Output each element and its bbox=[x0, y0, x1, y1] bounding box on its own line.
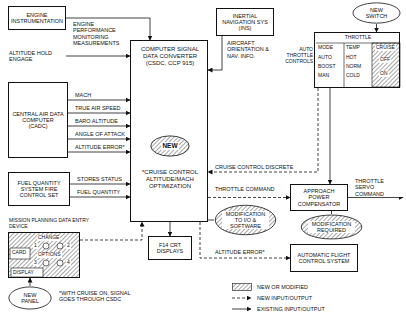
modification-callout: MODIFICATION REQUIRED bbox=[300, 214, 363, 240]
source-box: CENTRAL AIR DATA COMPUTER (CADC) bbox=[8, 82, 68, 158]
legend-text: EXISTING INPUT/OUTPUT bbox=[257, 306, 325, 312]
heading-text: MISSION PLANNING DATA ENTRY DEVICE bbox=[9, 218, 89, 230]
output-line bbox=[348, 197, 403, 198]
control-box: AUTOMATIC FLIGHT CONTROL SYSTEM bbox=[290, 244, 358, 272]
node-text: APPROACH POWER COMPENSATOR bbox=[294, 188, 344, 207]
node-text: MODIFICATION REQUIRED bbox=[308, 221, 355, 234]
new-callout: NEW PANEL bbox=[8, 286, 52, 310]
legend-sample bbox=[232, 283, 252, 291]
node-text: OFF bbox=[379, 57, 391, 63]
signal-label: FUEL QUANTITY bbox=[76, 189, 121, 195]
source-box: INERTIAL NAVIGATION SYS (INS) bbox=[216, 8, 274, 36]
display-box: F14 CRT DISPLAYS bbox=[148, 236, 192, 260]
signal-line bbox=[331, 211, 332, 214]
signal-label: ALTITUDE ERROR* bbox=[74, 144, 126, 150]
node-text: F14 CRT DISPLAYS bbox=[152, 242, 188, 255]
node-text: TEMP bbox=[346, 45, 372, 51]
signal-line bbox=[30, 278, 31, 286]
input-line bbox=[66, 56, 130, 57]
signal-line bbox=[208, 36, 222, 70]
signal-label: THROTTLE COMMAND bbox=[214, 186, 276, 192]
node-text: NORM bbox=[346, 64, 372, 70]
legend-sample bbox=[232, 294, 252, 302]
modification-callout: MODIFICATION TO I/O & SOFTWARE bbox=[214, 204, 277, 236]
node-text: 3 bbox=[33, 260, 38, 266]
node-text: 2 bbox=[66, 243, 71, 249]
node-text: AUTOMATIC FLIGHT CONTROL SYSTEM bbox=[294, 252, 354, 265]
node-text: FUEL QUANTITY SYSTEM FIRE CONTROL SET bbox=[12, 180, 66, 199]
signal-line bbox=[68, 100, 130, 101]
signal-line bbox=[208, 220, 214, 221]
node-text: MODIFICATION TO I/O & SOFTWARE bbox=[222, 211, 269, 230]
node-text: COLD bbox=[346, 73, 372, 79]
new-signal-line bbox=[208, 197, 290, 198]
legend-row: NEW INPUT/OUTPUT bbox=[232, 294, 312, 302]
node-text: MODE bbox=[318, 45, 344, 51]
new-callout: NEW SWITCH bbox=[352, 2, 401, 24]
legend-row: NEW OR MODIFIED bbox=[232, 283, 308, 291]
signal-label: TRUE AIR SPEED bbox=[74, 105, 122, 111]
node-text: CRUISE bbox=[375, 45, 396, 51]
signal-line bbox=[68, 113, 130, 114]
signal-label: ANGLE OF ATTACK bbox=[74, 131, 126, 137]
signal-line bbox=[70, 184, 130, 185]
node-text: CHANGE bbox=[37, 235, 60, 241]
node-text: BOOST bbox=[318, 64, 344, 70]
node-text: MAN bbox=[318, 73, 344, 79]
legend-text: NEW OR MODIFIED bbox=[257, 284, 308, 290]
signal-label: MACH bbox=[74, 92, 92, 98]
node-text: NEW PANEL bbox=[16, 292, 44, 305]
signal-label: STORES STATUS bbox=[76, 176, 123, 182]
node-text: NEW SWITCH bbox=[360, 7, 393, 20]
new-callout: NEW bbox=[150, 135, 190, 157]
legend-text: NEW INPUT/OUTPUT bbox=[257, 295, 312, 301]
node-text: AUTO bbox=[318, 55, 344, 61]
signal-line bbox=[68, 126, 130, 127]
note-label: THROTTLE SERVO COMMAND bbox=[354, 178, 404, 197]
signal-label: AIRCRAFT ORIENTATION & NAV. INFO. bbox=[226, 40, 280, 59]
legend-row: EXISTING INPUT/OUTPUT bbox=[232, 305, 325, 313]
note-label: ALTITUDE HOLD ENGAGE bbox=[8, 50, 66, 63]
node-text: CENTRAL AIR DATA COMPUTER (CADC) bbox=[12, 111, 64, 130]
legend-sample bbox=[232, 305, 252, 313]
node-text: NEW bbox=[161, 142, 178, 149]
signal-line bbox=[330, 88, 331, 184]
node-text: ENGINE INSTRUMENTATION bbox=[11, 12, 63, 25]
node-text: CARD bbox=[11, 250, 27, 256]
signal-line bbox=[376, 24, 377, 32]
node-text: COMPUTER SIGNAL DATA CONVERTER (CSDC, CC… bbox=[133, 46, 207, 67]
node-text: 1 bbox=[33, 243, 38, 249]
signal-line bbox=[68, 139, 130, 140]
new-signal-line bbox=[208, 88, 318, 172]
node-text: OPTIONS bbox=[37, 252, 62, 258]
signal-label: ENGINE PERFORMANCE MONITORING MEASUREMEN… bbox=[72, 21, 130, 46]
source-box: FUEL QUANTITY SYSTEM FIRE CONTROL SET bbox=[8, 172, 70, 206]
computer-box: COMPUTER SIGNAL DATA CONVERTER (CSDC, CC… bbox=[130, 40, 208, 222]
node-text: ON bbox=[379, 71, 389, 77]
throttle-panel: AUTO THROTTLE CONTROLSTHROTTLEMODEAUTOBO… bbox=[314, 32, 400, 88]
note-label: *WITH CRUISE ON, SIGNAL GOES THROUGH CSD… bbox=[58, 290, 146, 303]
new-signal-line bbox=[80, 222, 142, 240]
signal-line bbox=[68, 152, 130, 153]
node-text: INERTIAL NAVIGATION SYS (INS) bbox=[220, 13, 270, 32]
signal-line bbox=[70, 197, 130, 198]
compensator-box: APPROACH POWER COMPENSATOR bbox=[290, 184, 348, 211]
node-text: THROTTLE bbox=[315, 35, 401, 41]
source-box: ENGINE INSTRUMENTATION bbox=[8, 6, 66, 30]
panel-art bbox=[131, 41, 209, 223]
heading-text: AUTO THROTTLE CONTROLS bbox=[281, 47, 313, 64]
node-text: 4 bbox=[66, 260, 71, 266]
signal-line bbox=[170, 222, 171, 236]
signal-label: ALTITUDE ERROR* bbox=[214, 249, 266, 255]
signal-label: BARO ALTITUDE bbox=[74, 118, 119, 124]
entry-device: MISSION PLANNING DATA ENTRY DEVICECARDCH… bbox=[8, 232, 80, 278]
node-text: DISPLAY bbox=[12, 270, 35, 276]
node-text: *CRUISE CONTROL ALTITUDE/MACH OPTIMIZATI… bbox=[135, 169, 205, 190]
node-text: HOT bbox=[346, 55, 372, 61]
signal-label: CRUISE CONTROL DISCRETE bbox=[214, 164, 294, 170]
